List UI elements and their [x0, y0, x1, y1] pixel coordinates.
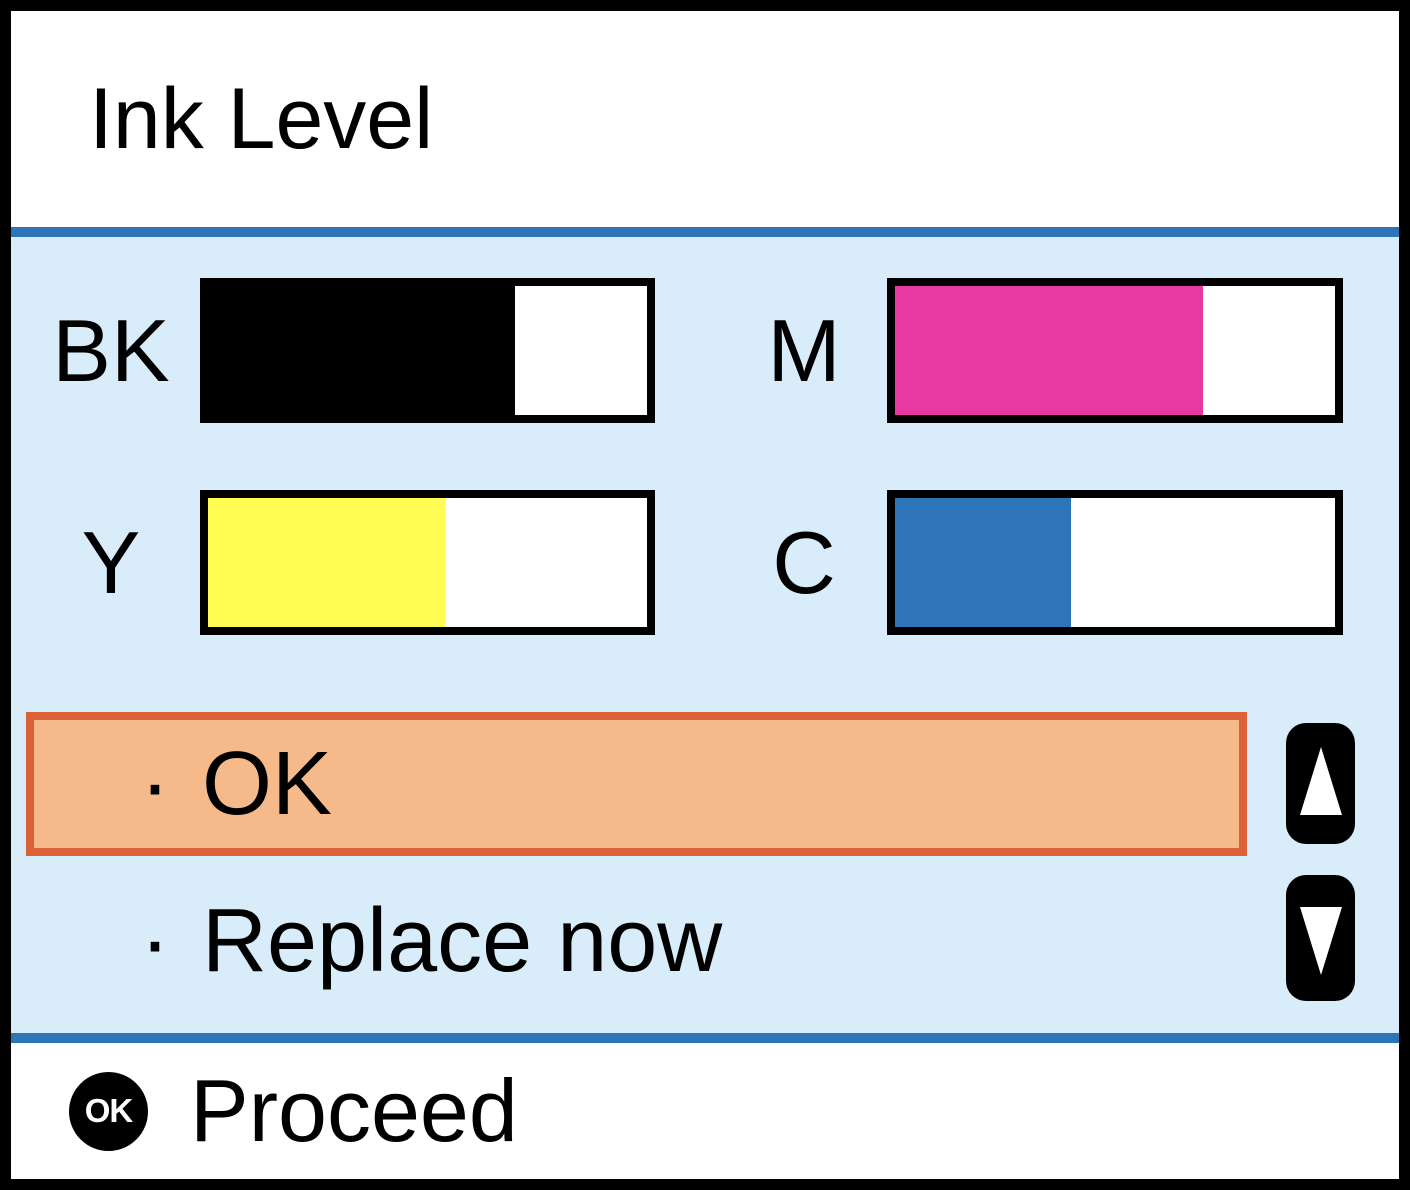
header: Ink Level	[11, 11, 1399, 227]
footer: OK Proceed	[11, 1043, 1399, 1179]
menu-item-ok[interactable]: · OK	[26, 712, 1247, 856]
ink-gauge-yellow	[200, 490, 655, 635]
ink-gauge-black-fill	[208, 286, 516, 415]
scroll-down-button[interactable]	[1286, 875, 1355, 1001]
ink-label-black: BK	[52, 300, 170, 400]
menu-item-ok-label: OK	[201, 734, 333, 834]
ink-gauge-cyan-fill	[895, 498, 1071, 627]
ink-gauge-black	[200, 278, 655, 423]
menu-item-ok-bullet: ·	[140, 734, 170, 834]
ink-gauge-magenta-fill	[895, 286, 1203, 415]
arrow-down-icon	[1299, 907, 1342, 975]
ink-gauge-yellow-fill	[208, 498, 446, 627]
header-divider	[11, 227, 1399, 237]
ok-key-icon[interactable]: OK	[69, 1071, 148, 1151]
menu-item-replace-now-bullet: ·	[140, 891, 170, 991]
ink-level-panel: BK M Y C · OK · Replace now	[11, 237, 1399, 1033]
ink-label-magenta: M	[767, 300, 841, 400]
ink-label-cyan: C	[772, 512, 836, 612]
proceed-label: Proceed	[190, 1061, 518, 1160]
menu-item-replace-now-label: Replace now	[201, 891, 723, 991]
scroll-up-button[interactable]	[1286, 723, 1355, 844]
page-title: Ink Level	[89, 71, 434, 167]
footer-divider	[11, 1033, 1399, 1043]
ink-label-yellow: Y	[81, 512, 141, 612]
ink-gauge-magenta	[887, 278, 1343, 423]
arrow-up-icon	[1299, 746, 1342, 815]
menu-item-replace-now[interactable]: · Replace now	[26, 875, 1247, 1007]
ink-gauge-cyan	[887, 490, 1343, 635]
